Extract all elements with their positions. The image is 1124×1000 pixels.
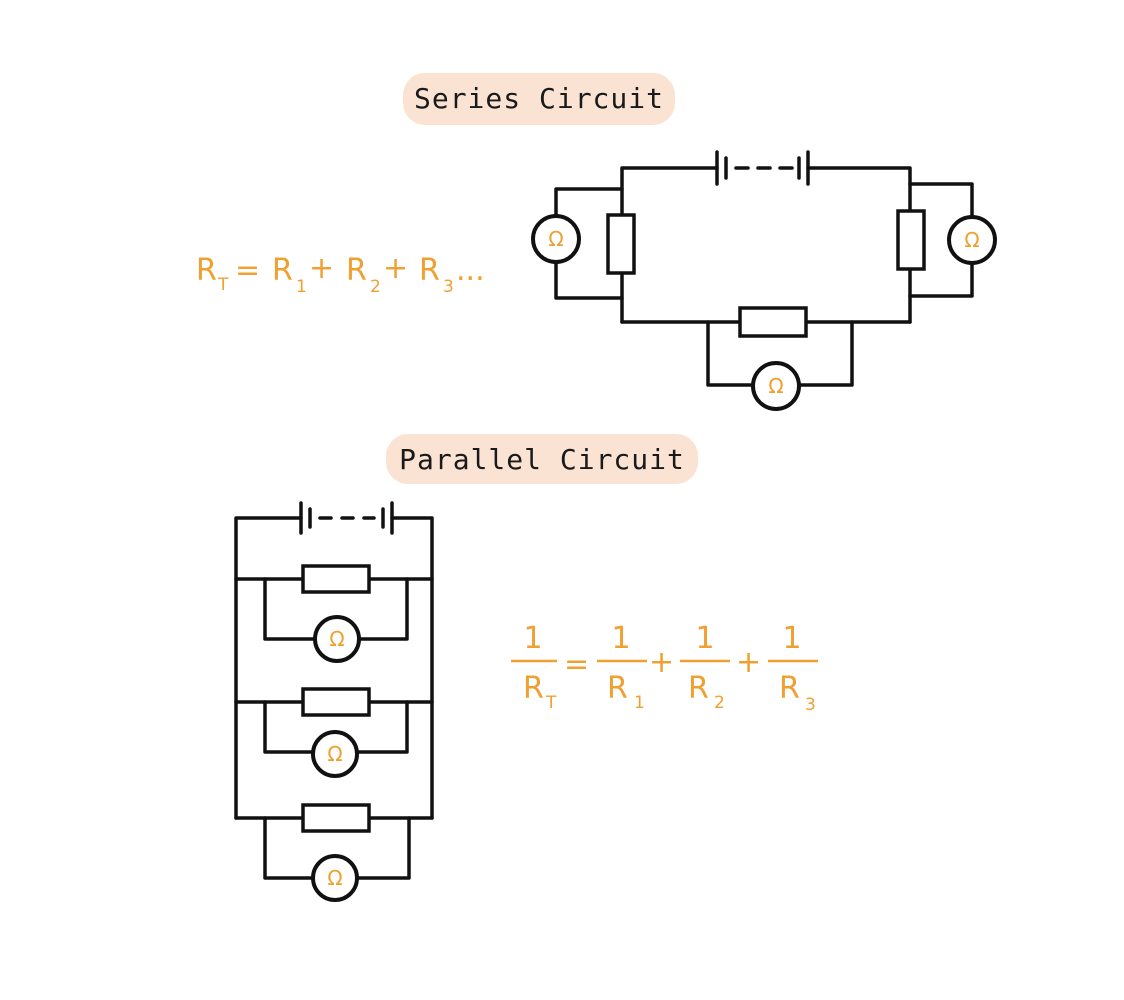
series-title-text: Series Circuit — [414, 82, 664, 115]
series-formula-r3: R — [419, 253, 440, 288]
parallel-title-text: Parallel Circuit — [399, 443, 685, 476]
series-formula-plus-1: + — [309, 251, 334, 286]
series-formula-r3-sub: 3 — [443, 277, 454, 297]
resistor-icon — [301, 564, 371, 594]
battery-icon — [715, 150, 810, 186]
parallel-formula: 1 R T = 1 R 1 + 1 R 2 + 1 R 3 — [511, 621, 818, 715]
series-formula-ellipsis: ... — [456, 253, 485, 288]
parallel-title-highlight — [386, 434, 698, 484]
series-formula-r2: R — [346, 253, 367, 288]
series-circuit: Ω Ω Ω — [531, 150, 997, 411]
ohmmeter-icon — [313, 615, 361, 663]
series-formula-lhs: R — [196, 253, 217, 288]
ohmmeter-symbol: Ω — [329, 627, 344, 651]
series-title-highlight — [403, 73, 675, 125]
series-formula-plus-2: + — [383, 251, 408, 286]
ohmmeter-symbol: Ω — [548, 227, 563, 251]
series-formula-equals: = — [235, 253, 260, 288]
resistor-icon — [606, 213, 636, 275]
ohmmeter-symbol: Ω — [327, 866, 342, 890]
battery-icon — [299, 501, 394, 535]
ohmmeter-symbol: Ω — [768, 374, 783, 398]
parallel-formula-r2-sub: 2 — [714, 693, 725, 713]
resistor-icon — [738, 306, 808, 338]
resistor-icon — [301, 687, 371, 717]
series-wire-top-right — [806, 166, 912, 324]
parallel-formula-r1-sub: 1 — [634, 693, 645, 713]
parallel-formula-r3-numerator: 1 — [782, 621, 801, 656]
series-formula: R T = R 1 + R 2 + R 3 ... — [196, 251, 485, 297]
parallel-formula-r3-sub: 3 — [805, 695, 816, 715]
ohmmeter-icon — [947, 215, 997, 265]
ohmmeter-symbol: Ω — [964, 228, 979, 252]
parallel-formula-r3-denominator: R — [779, 671, 800, 706]
series-formula-lhs-sub: T — [217, 275, 229, 295]
parallel-formula-r2-numerator: 1 — [695, 621, 714, 656]
parallel-formula-plus-2: + — [736, 645, 761, 680]
parallel-formula-lhs-sub: T — [545, 693, 557, 713]
parallel-formula-lhs-numerator: 1 — [523, 621, 542, 656]
ohmmeter-icon — [531, 214, 581, 264]
parallel-formula-r2-denominator: R — [688, 671, 709, 706]
parallel-title: Parallel Circuit — [386, 434, 698, 484]
parallel-circuit: Ω Ω Ω — [234, 501, 434, 902]
parallel-formula-lhs-denominator: R — [523, 671, 544, 706]
parallel-formula-r1-numerator: 1 — [611, 621, 630, 656]
series-formula-r1: R — [272, 253, 293, 288]
ohmmeter-icon — [311, 730, 359, 778]
series-formula-r1-sub: 1 — [296, 277, 307, 297]
ohmmeter-symbol: Ω — [327, 742, 342, 766]
resistor-icon — [301, 803, 371, 833]
series-title: Series Circuit — [403, 73, 675, 125]
parallel-formula-plus-1: + — [649, 645, 674, 680]
parallel-formula-r1-denominator: R — [607, 671, 628, 706]
series-formula-r2-sub: 2 — [370, 277, 381, 297]
ohmmeter-icon — [311, 854, 359, 902]
series-wire-top-left — [620, 166, 719, 324]
resistor-icon — [896, 209, 926, 271]
parallel-rail-left — [234, 516, 303, 820]
parallel-formula-equals: = — [564, 647, 589, 682]
parallel-rail-right — [390, 516, 434, 820]
ohmmeter-icon — [751, 361, 801, 411]
